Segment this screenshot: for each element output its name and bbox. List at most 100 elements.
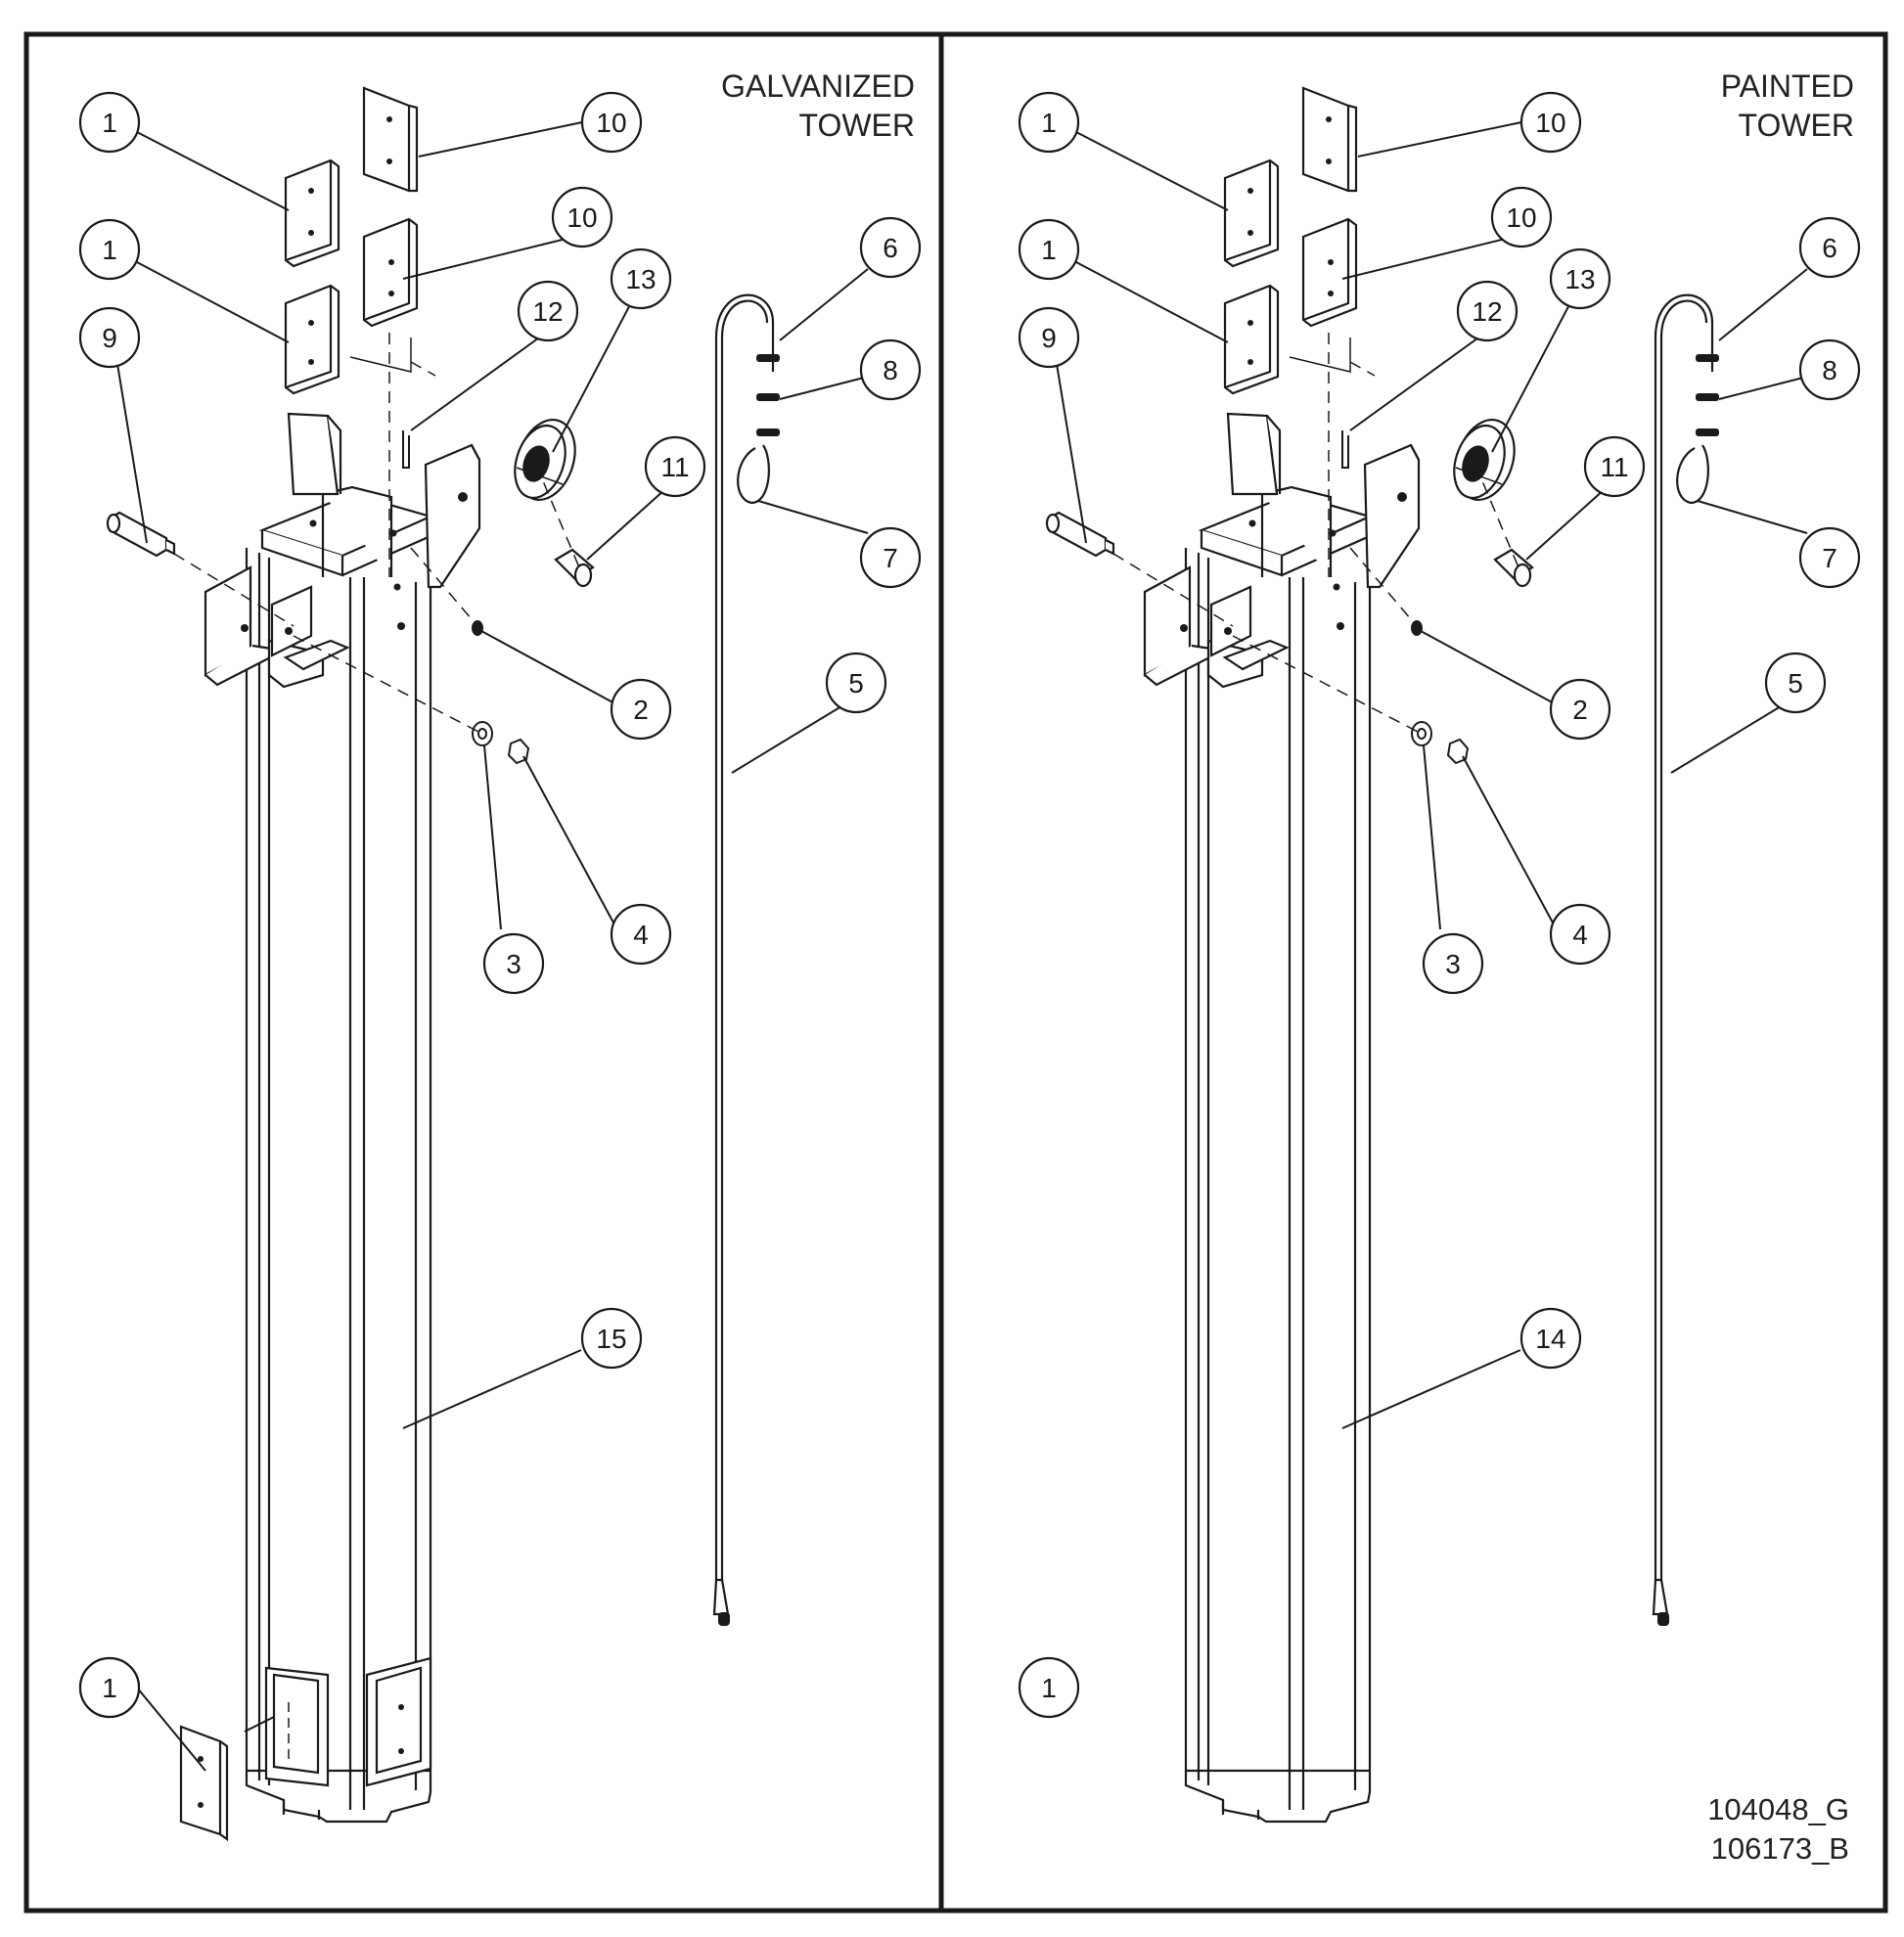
- callout-label: 2: [633, 695, 649, 725]
- callout-6: 6: [859, 216, 922, 279]
- callout-circle: [610, 903, 672, 966]
- callout-3: 3: [1422, 932, 1484, 995]
- bottom-pads: [179, 1656, 432, 1842]
- callout-circle: [78, 91, 141, 154]
- callout-5: 5: [1764, 652, 1827, 714]
- callout-label: 13: [1564, 264, 1595, 294]
- callout-label: 9: [102, 323, 117, 353]
- callout-circle: [551, 186, 613, 248]
- callout-label: 15: [596, 1324, 626, 1354]
- callout-label: 8: [883, 355, 898, 385]
- outer-frame: [23, 31, 1888, 1914]
- callout-label: 5: [848, 668, 864, 698]
- callout-1: 1: [78, 1656, 141, 1719]
- callout-circle: [644, 435, 706, 498]
- callout-label: 11: [660, 452, 689, 482]
- callout-2: 2: [1549, 678, 1611, 741]
- callout-13: 13: [610, 248, 672, 310]
- callout-circle: [1018, 91, 1080, 154]
- callout-circle: [517, 280, 579, 342]
- callout-circle: [580, 1307, 643, 1370]
- title-line-1: PAINTED: [1720, 68, 1854, 104]
- callout-1: 1: [1018, 91, 1080, 154]
- callout-12: 12: [1456, 280, 1519, 342]
- callout-circle: [1798, 526, 1861, 589]
- callout-9: 9: [78, 306, 141, 369]
- callout-label: 4: [633, 920, 649, 950]
- callout-circle: [1798, 338, 1861, 401]
- callout-label: 6: [1822, 233, 1837, 263]
- callout-circle: [1798, 216, 1861, 279]
- callout-1: 1: [78, 91, 141, 154]
- callout-circle: [1549, 903, 1611, 966]
- callout-label: 10: [596, 108, 626, 138]
- callout-3: 3: [482, 932, 545, 995]
- callout-10: 10: [551, 186, 613, 248]
- callout-circle: [78, 218, 141, 281]
- callout-7: 7: [1798, 526, 1861, 589]
- callout-circle: [580, 91, 643, 154]
- callout-label: 1: [102, 235, 117, 265]
- callout-1: 1: [1018, 218, 1080, 281]
- callout-8: 8: [1798, 338, 1861, 401]
- callout-label: 10: [1506, 203, 1536, 233]
- callout-circle: [78, 1656, 141, 1719]
- callout-label: 1: [1041, 108, 1057, 138]
- callout-5: 5: [825, 652, 887, 714]
- callout-label: 12: [532, 296, 563, 327]
- callout-circle: [1018, 218, 1080, 281]
- callout-label: 3: [506, 949, 521, 979]
- callout-circle: [1583, 435, 1646, 498]
- callout-1: 1: [78, 218, 141, 281]
- callout-circle: [1549, 248, 1611, 310]
- callout-10: 10: [1490, 186, 1553, 248]
- callout-label: 4: [1572, 920, 1588, 950]
- callout-label: 2: [1572, 695, 1588, 725]
- callout-7: 7: [859, 526, 922, 589]
- callout-15: 15: [580, 1307, 643, 1370]
- callout-circle: [1490, 186, 1553, 248]
- callout-11: 11: [644, 435, 706, 498]
- drawing-number-1: 104048_G: [1707, 1792, 1849, 1826]
- callout-circle: [1549, 678, 1611, 741]
- callout-label: 1: [1041, 1673, 1057, 1703]
- drawing-numbers: 104048_G 106173_B: [1565, 1790, 1849, 1869]
- title-line-2: TOWER: [798, 108, 915, 143]
- callout-label: 1: [102, 1673, 117, 1703]
- callout-14: 14: [1519, 1307, 1582, 1370]
- callout-12: 12: [517, 280, 579, 342]
- galvanized-tower-title: GALVANIZED TOWER: [626, 67, 915, 145]
- callout-circle: [1456, 280, 1519, 342]
- title-line-2: TOWER: [1738, 108, 1854, 143]
- callout-9: 9: [1018, 306, 1080, 369]
- callout-circle: [610, 248, 672, 310]
- callout-circle: [1422, 932, 1484, 995]
- painted-tower-title: PAINTED TOWER: [1565, 67, 1854, 145]
- callout-circle: [1519, 91, 1582, 154]
- callout-label: 10: [567, 203, 597, 233]
- callout-11: 11: [1583, 435, 1646, 498]
- callout-circle: [610, 678, 672, 741]
- callout-label: 12: [1472, 296, 1502, 327]
- callout-circle: [859, 216, 922, 279]
- callout-label: 7: [1822, 543, 1837, 573]
- callout-label: 11: [1600, 452, 1628, 482]
- callout-label: 7: [883, 543, 898, 573]
- callout-bubbles: 1111234567891010111213151112345678910101…: [78, 91, 1861, 1719]
- callout-13: 13: [1549, 248, 1611, 310]
- callout-10: 10: [1519, 91, 1582, 154]
- callout-label: 13: [625, 264, 656, 294]
- callout-circle: [78, 306, 141, 369]
- callout-label: 9: [1041, 323, 1057, 353]
- callout-label: 5: [1788, 668, 1803, 698]
- callout-8: 8: [859, 338, 922, 401]
- callout-label: 3: [1445, 949, 1461, 979]
- callout-4: 4: [610, 903, 672, 966]
- callout-label: 1: [1041, 235, 1057, 265]
- callout-4: 4: [1549, 903, 1611, 966]
- galvanized-tower-panel: [106, 86, 870, 1842]
- callout-circle: [859, 526, 922, 589]
- callout-6: 6: [1798, 216, 1861, 279]
- callout-circle: [482, 932, 545, 995]
